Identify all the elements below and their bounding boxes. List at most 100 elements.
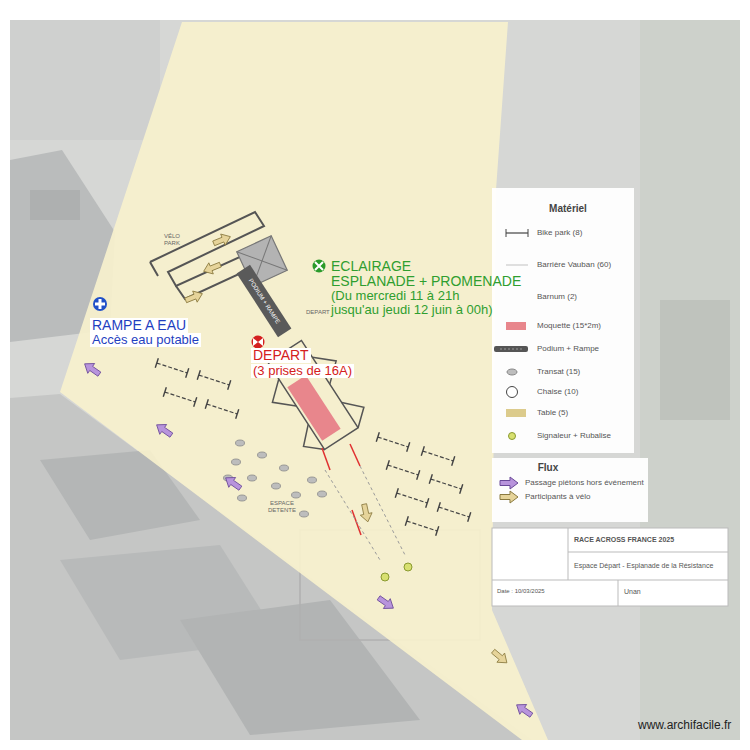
title-block-cell: Unan [624,588,641,596]
buildings [640,20,740,740]
legend-panels [492,188,634,453]
deckchairs [224,440,327,517]
esplanade-area [60,22,548,740]
plan-title: RACE ACROSS FRANCE 2025 [574,536,674,544]
title-block-cell: Espace Départ - Esplanade de la Résistan… [574,562,713,570]
deckchairs [280,465,289,471]
aerial-ground [10,20,740,740]
bike-parks-right [376,432,410,451]
legend-sample [506,322,526,330]
cyclist-flow [183,288,204,306]
start-lane [325,470,380,560]
buildings [10,20,160,140]
legend-swatch [506,409,526,417]
pedestrian-flow [375,593,397,613]
legend-label: Chaise (10) [537,388,578,397]
legend-panels [492,528,728,606]
legend-label: Podium + Rampe [537,345,599,354]
callout-note: Accès eau potable [90,333,201,347]
deckchairs [292,492,301,498]
bike-parks-left [155,358,239,418]
marshals [381,573,389,581]
deckchairs [300,511,309,517]
legend-panels [492,188,728,606]
power-icon [253,338,263,346]
bike-parks-right [429,474,463,493]
legend-label: Transat (15) [537,368,580,377]
start-lines [322,448,330,470]
legend-sample [509,433,516,440]
deckchairs [272,483,281,489]
legend-sample [506,232,528,233]
legend-label: Barrière Vauban (60) [537,261,611,270]
legend-sample [506,229,528,237]
legend-sample [500,491,518,503]
legend-label: Signaleur + Rubalise [537,432,611,441]
start-fence [264,379,297,416]
area-label: VÉLO PARK [157,233,187,246]
deckchairs [258,452,267,458]
callout-title: RAMPE A EAU [90,318,188,333]
legend-label: Participants à vélo [525,493,590,502]
legend-panels [492,580,728,581]
legend-sample [507,369,517,375]
cyclist-flow [489,647,511,668]
start-lane [325,466,405,560]
pedestrian-flow [222,473,244,493]
light-icon [313,260,326,273]
bike-parks-right [386,460,420,479]
cyclist-flow [211,231,232,249]
deckchairs [308,477,317,483]
legend-sample [500,491,518,503]
podium-label: PODIUM + RAMPE [247,277,281,324]
legend-sample [507,387,518,398]
title-block-cell: Date : 10/03/2025 [497,588,545,595]
bike-parks-right [421,446,455,465]
legend-sample [500,477,518,489]
start-lines [350,444,360,466]
buildings [660,300,730,420]
callout-title: DEPART [251,348,311,363]
bike-parks-left [155,358,189,377]
power-icon [252,336,265,349]
light-icon [315,262,323,270]
pedestrian-flow [81,359,535,720]
cyclist-flow [183,231,510,667]
legend-sample [506,409,526,417]
callout-title: ESPLANADE + PROMENADE [331,274,521,289]
cyclist-flow [358,503,373,523]
legend-sample [506,264,528,265]
legend-panels [492,458,648,522]
legend-heading: Flux [538,462,559,473]
legend-label: Table (5) [537,409,568,418]
start-fence [342,394,372,428]
water-icon [95,303,105,306]
legend-sample [509,433,516,440]
legend-heading: Matériel [549,203,587,214]
buildings [10,20,740,740]
bike-parks-left [197,370,231,389]
start-lines [322,444,361,535]
watermark: www.archifacile.fr [638,719,731,732]
pedestrian-flow [153,420,175,440]
marshals [404,563,412,571]
bike-parks-left [163,387,197,406]
deckchairs [248,475,257,481]
legend-panels [618,580,619,606]
bike-parks-right [376,432,471,535]
legend-panels [568,552,728,553]
water-icon [93,297,107,311]
power-icon [252,336,265,349]
deckchairs [238,495,247,501]
carpet [287,375,340,441]
callout-title: ECLAIRAGE [331,259,411,274]
water-icon [93,297,107,311]
bike-parks-right [405,516,439,535]
buildings [30,190,80,220]
legend-label: Bike park (8) [537,229,582,238]
area-label: ESPACE DETENTE [262,500,302,513]
legend-sample [507,387,518,398]
legend-icons [494,229,528,503]
